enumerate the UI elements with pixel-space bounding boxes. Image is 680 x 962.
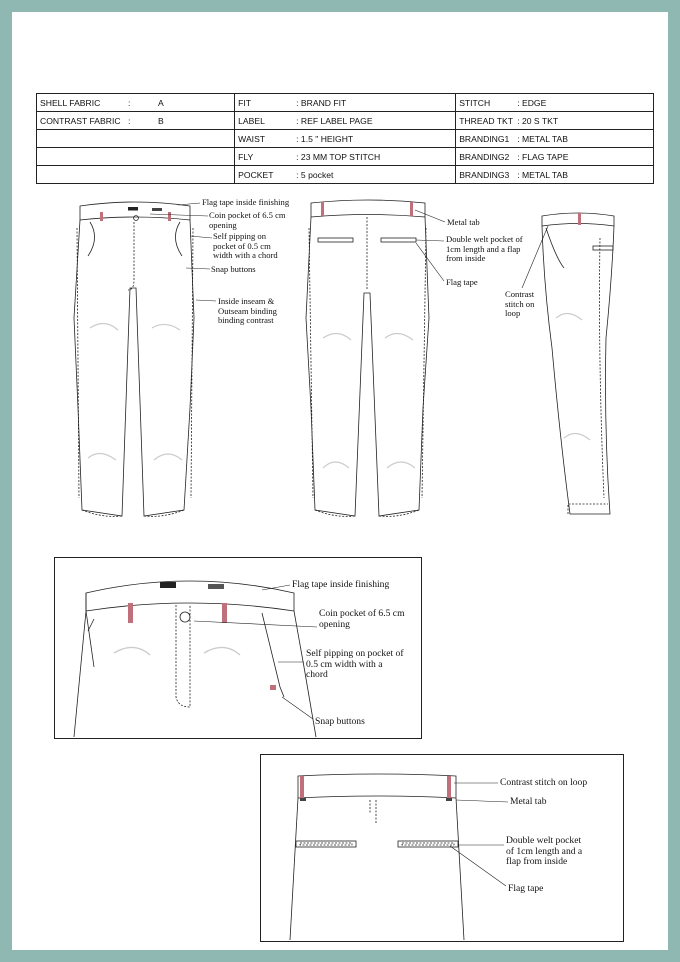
- spec-key: POCKET: [238, 169, 274, 180]
- back-metal-tab-note: Metal tab: [447, 217, 480, 227]
- spec-value: B: [158, 115, 164, 126]
- front-pants-sketch: [73, 201, 195, 517]
- spec-row: POCKET : 5 pocket BRANDING3 : METAL TAB: [35, 165, 654, 184]
- spec-key: FLY: [238, 151, 254, 162]
- spec-cell-mid: POCKET : 5 pocket: [234, 165, 457, 184]
- detail-flag-tape-note: Flag tape inside finishing: [292, 579, 390, 590]
- spec-table: SHELL FABRIC: A FIT : BRAND FIT STITCH : EDGE…: [35, 93, 654, 184]
- side-pants-sketch: [541, 212, 615, 515]
- spec-cell-right: BRANDING3 : METAL TAB: [455, 165, 654, 184]
- detail-snap-buttons-note: Snap buttons: [315, 716, 365, 727]
- spec-row: FLY : 23 MM TOP STITCH BRANDING2 : FLAG TAP…: [35, 147, 654, 166]
- detail-back-contrast-note: Contrast stitch on loop: [500, 777, 588, 788]
- spec-value: : FLAG TAPE: [517, 151, 569, 162]
- spec-cell-mid: LABEL : REF LABEL PAGE: [234, 111, 457, 130]
- spec-cell-left: [35, 165, 236, 184]
- spec-row: WAIST : 1.5 " HEIGHT BRANDING1 : METAL TAB: [35, 129, 654, 148]
- spec-key: BRANDING3: [459, 169, 510, 180]
- back-pants-sketch: [305, 199, 430, 517]
- spec-colon: :: [128, 115, 131, 126]
- detail-front-sketch: [73, 580, 317, 738]
- spec-key: STITCH: [459, 97, 491, 108]
- spec-value: : 5 pocket: [296, 169, 334, 180]
- spec-key: WAIST: [238, 133, 266, 144]
- spec-row: SHELL FABRIC: A FIT : BRAND FIT STITCH : EDGE: [35, 93, 654, 112]
- detail-back-sketch: [289, 773, 465, 941]
- spec-key: THREAD TKT: [459, 115, 513, 126]
- spec-key: LABEL: [238, 115, 265, 126]
- spec-value: : 1.5 " HEIGHT: [296, 133, 354, 144]
- detail-self-pipping-note: Self pipping on pocket of 0.5 cm width w…: [306, 648, 404, 681]
- spec-key: CONTRAST FABRIC: [40, 115, 121, 126]
- spec-cell-right: BRANDING2 : FLAG TAPE: [455, 147, 654, 166]
- detail-back-double-welt-note: Double welt pocket of 1cm length and a f…: [506, 835, 583, 868]
- back-flag-tape-note: Flag tape: [446, 277, 478, 287]
- detail-back-metal-tab-note: Metal tab: [510, 796, 547, 807]
- spec-key: FIT: [238, 97, 252, 108]
- spec-value: : METAL TAB: [517, 133, 568, 144]
- front-self-pipping-note: Self pipping on pocket of 0.5 cm width w…: [213, 231, 278, 261]
- front-snap-buttons-note: Snap buttons: [211, 264, 256, 274]
- spec-value: : 23 MM TOP STITCH: [296, 151, 381, 162]
- spec-colon: :: [128, 97, 131, 108]
- spec-value: A: [158, 97, 164, 108]
- detail-coin-pocket-note: Coin pocket of 6.5 cm opening: [319, 608, 405, 630]
- front-coin-pocket-note: Coin pocket of 6.5 cm opening: [209, 210, 286, 230]
- spec-value: : REF LABEL PAGE: [296, 115, 373, 126]
- spec-key: SHELL FABRIC: [40, 97, 101, 108]
- spec-value: : 20 S TKT: [517, 115, 559, 126]
- side-contrast-stitch-note: Contrast stitch on loop: [505, 289, 535, 319]
- spec-value: : METAL TAB: [517, 169, 568, 180]
- spec-cell-left: SHELL FABRIC: A: [35, 93, 236, 112]
- back-double-welt-note: Double welt pocket of 1cm length and a f…: [446, 234, 523, 264]
- front-inseam-note: Inside inseam & Outseam binding binding …: [218, 296, 277, 326]
- spec-value: : BRAND FIT: [296, 97, 347, 108]
- detail-back-flag-tape-note: Flag tape: [508, 883, 544, 894]
- spec-value: : EDGE: [517, 97, 547, 108]
- spec-key: BRANDING2: [459, 151, 510, 162]
- front-flag-tape-note: Flag tape inside finishing: [202, 197, 290, 207]
- spec-key: BRANDING1: [459, 133, 510, 144]
